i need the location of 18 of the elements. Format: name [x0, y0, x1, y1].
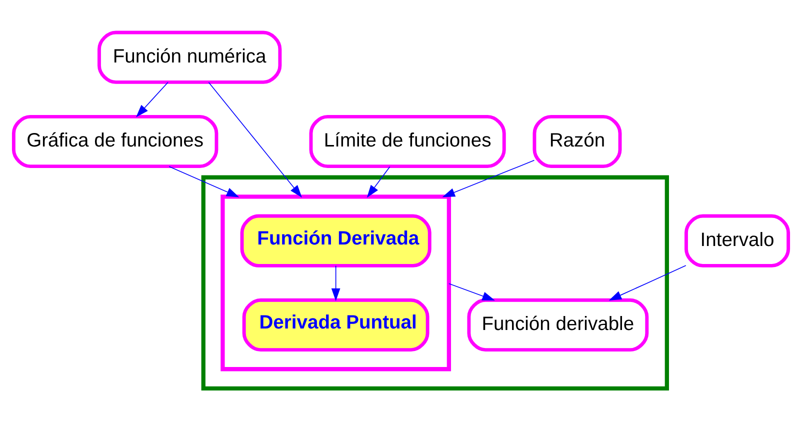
node-box: Gráfica de funciones — [12, 114, 218, 168]
node-box: Función Derivada — [240, 214, 432, 268]
node-box: Límite de funciones — [309, 114, 506, 168]
arrow — [608, 265, 686, 301]
arrow — [168, 166, 240, 198]
arrow — [366, 166, 390, 198]
node-box: Derivada Puntual — [242, 298, 430, 352]
arrow — [208, 82, 302, 198]
node-box: Función numérica — [98, 30, 282, 84]
cluster — [201, 175, 669, 391]
arrow — [442, 160, 535, 198]
cluster — [220, 194, 451, 372]
arrow — [331, 265, 340, 302]
arrow — [136, 82, 168, 118]
node-box: Razón — [532, 114, 622, 168]
node-box: Intervalo — [684, 214, 790, 268]
node-box: Función derivable — [467, 298, 649, 352]
arrow — [448, 283, 495, 301]
